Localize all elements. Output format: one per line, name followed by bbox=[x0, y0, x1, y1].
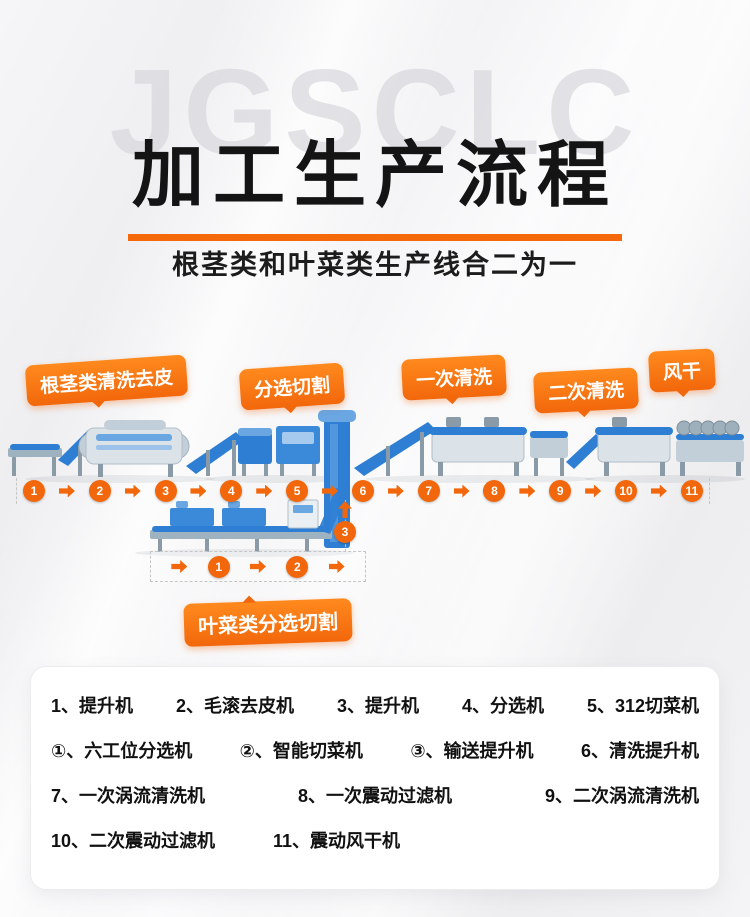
legend-row: 1、提升机 2、毛滚去皮机 3、提升机 4、分选机 5、312切菜机 bbox=[51, 692, 699, 718]
legend-item: 9、二次涡流清洗机 bbox=[544, 786, 699, 806]
flow-arrow-icon bbox=[58, 484, 75, 498]
legend-item: 6、清洗提升机 bbox=[580, 741, 699, 761]
legend-item: ①、六工位分选机 bbox=[51, 741, 193, 761]
step-number: 10 bbox=[615, 480, 638, 502]
step-number: 8 bbox=[483, 480, 506, 502]
callout-leaf-sort-cut: 叶菜类分选切割 bbox=[183, 598, 353, 647]
legend-row: ①、六工位分选机 ②、智能切菜机 ③、输送提升机 6、清洗提升机 bbox=[51, 737, 699, 763]
flow-arrow-icon bbox=[519, 484, 536, 498]
step-number: 6 bbox=[351, 480, 374, 502]
legend-row: 10、二次震动过滤机 11、震动风干机 bbox=[51, 827, 699, 853]
step-number: 1 bbox=[23, 480, 45, 502]
step-number: 7 bbox=[417, 480, 440, 502]
flow-arrow-icon bbox=[190, 484, 207, 498]
legend-item: 7、一次涡流清洗机 bbox=[51, 786, 206, 806]
page-title-wrap: 加工生产流程 bbox=[0, 116, 750, 241]
legend-item: 5、312切菜机 bbox=[586, 696, 699, 716]
legend-item: 1、提升机 bbox=[51, 696, 134, 716]
legend-item: 8、一次震动过滤机 bbox=[297, 786, 452, 806]
legend-item: 10、二次震动过滤机 bbox=[51, 831, 216, 851]
step-number: 3 bbox=[154, 480, 177, 502]
legend-panel: 1、提升机 2、毛滚去皮机 3、提升机 4、分选机 5、312切菜机 ①、六工位分选机 ②、… bbox=[30, 666, 720, 890]
flow-arrow-icon bbox=[650, 484, 667, 498]
legend-row: 7、一次涡流清洗机 8、一次震动过滤机 9、二次涡流清洗机 bbox=[51, 782, 699, 808]
legend-item: 3、提升机 bbox=[336, 696, 419, 716]
flow-arrow-icon bbox=[453, 484, 470, 498]
step-number: 2 bbox=[88, 480, 111, 502]
callout-sort-cut: 分选切割 bbox=[238, 362, 346, 411]
step-number: 11 bbox=[680, 480, 703, 502]
step-number: 4 bbox=[220, 480, 243, 502]
callout-air-dry: 风干 bbox=[647, 348, 717, 393]
flow-arrow-icon bbox=[256, 484, 273, 498]
main-flow-row: 1 2 3 4 5 6 7 8 9 10 11 bbox=[16, 478, 710, 504]
branch-join-step: 3 bbox=[334, 521, 356, 543]
flow-arrow-icon bbox=[171, 560, 188, 573]
callout-first-wash: 一次清洗 bbox=[400, 354, 508, 401]
step-number: 1 bbox=[207, 555, 230, 578]
step-number: 2 bbox=[286, 555, 309, 578]
page-title: 加工生产流程 bbox=[127, 116, 622, 241]
callout-second-wash: 二次清洗 bbox=[532, 367, 640, 414]
legend-item: ③、输送提升机 bbox=[410, 741, 534, 761]
flow-arrow-icon bbox=[328, 560, 345, 573]
flow-arrow-icon bbox=[585, 484, 602, 498]
page-subtitle: 根茎类和叶菜类生产线合二为一 bbox=[172, 250, 578, 280]
legend-item: 4、分选机 bbox=[461, 696, 544, 716]
flow-arrow-icon bbox=[387, 484, 404, 498]
legend-item: 2、毛滚去皮机 bbox=[175, 696, 294, 716]
legend-item: ②、智能切菜机 bbox=[239, 741, 363, 761]
flow-arrow-icon bbox=[124, 484, 141, 498]
flow-arrow-icon bbox=[322, 484, 339, 498]
legend-item: 11、震动风干机 bbox=[273, 831, 401, 851]
step-number: 9 bbox=[549, 480, 572, 502]
flow-arrow-icon bbox=[249, 560, 266, 573]
step-number: 5 bbox=[286, 480, 309, 502]
